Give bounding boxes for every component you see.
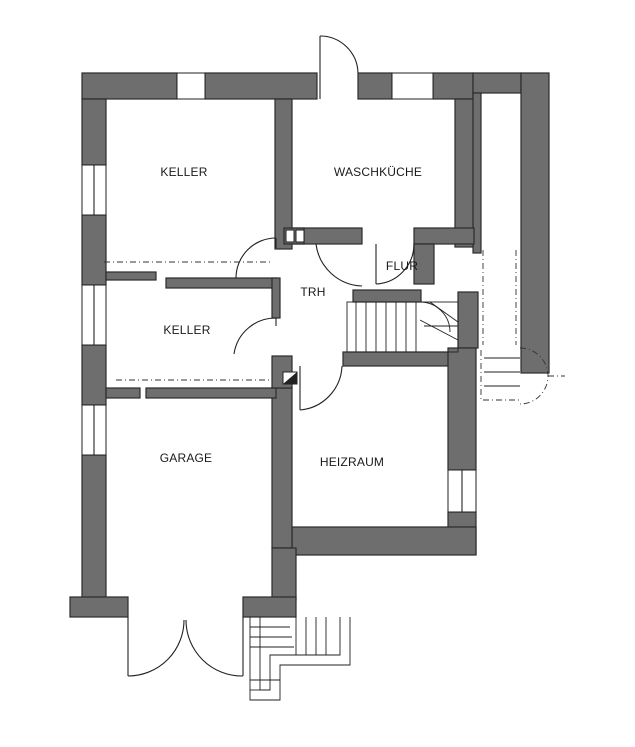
room-label-heizraum: HEIZRAUM: [320, 455, 384, 469]
chimney-symbols: [282, 229, 305, 385]
stair-inner: [346, 301, 459, 353]
projection-lines: [104, 250, 565, 405]
room-label-flur: FLUR: [386, 259, 418, 273]
room-label-keller-middle: KELLER: [163, 323, 210, 337]
doors: [127, 35, 415, 677]
room-label-keller-top: KELLER: [160, 165, 207, 179]
room-label-trh: TRH: [300, 285, 325, 299]
stair-outer: [249, 617, 351, 701]
windows: [81, 72, 477, 513]
room-label-garage: GARAGE: [160, 451, 213, 465]
walls: [69, 72, 550, 618]
room-label-waschkueche: WASCHKÜCHE: [334, 165, 422, 179]
